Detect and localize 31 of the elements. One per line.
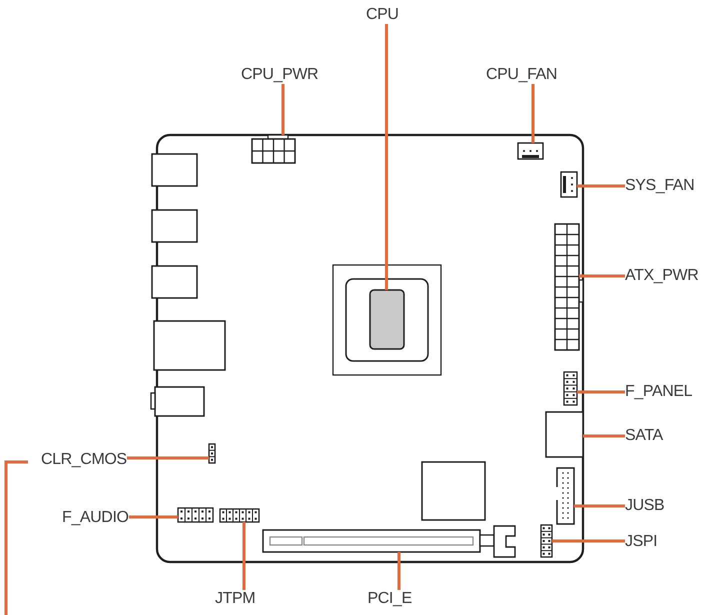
expansion-slot: [262, 525, 516, 558]
fan-header: [517, 142, 544, 160]
pin-header: [540, 524, 553, 558]
component-label: JSPI: [625, 533, 658, 551]
component-label: PCI_E: [368, 590, 412, 608]
component-label: F_AUDIO: [62, 509, 129, 527]
leader-line: [579, 274, 625, 278]
leader-line: [242, 522, 246, 590]
component-label: SATA: [625, 427, 663, 445]
leader-line: [282, 84, 284, 135]
component-label: F_PANEL: [625, 383, 692, 401]
pin-header: [563, 371, 578, 406]
leader-line: [583, 434, 625, 438]
usb-header: [556, 467, 575, 525]
component-label: ATX_PWR: [625, 267, 698, 285]
component-label: JUSB: [625, 497, 664, 515]
leader-line: [532, 84, 534, 143]
leader-line: [574, 504, 625, 508]
component-label: CPU_FAN: [486, 66, 557, 84]
leader-line: [552, 540, 625, 542]
component-label: CPU: [366, 6, 399, 24]
component-label: JTPM: [215, 590, 256, 608]
leader-line: [398, 552, 400, 590]
component-label: CPU_PWR: [241, 66, 318, 84]
component-label: SYS_FAN: [625, 177, 694, 195]
sata-port: [545, 411, 584, 458]
leader-line: [577, 390, 625, 394]
power-connector: [554, 223, 584, 351]
fan-header: [560, 171, 578, 198]
component-label: CLR_CMOS: [41, 451, 127, 469]
leader-line: [577, 184, 625, 188]
